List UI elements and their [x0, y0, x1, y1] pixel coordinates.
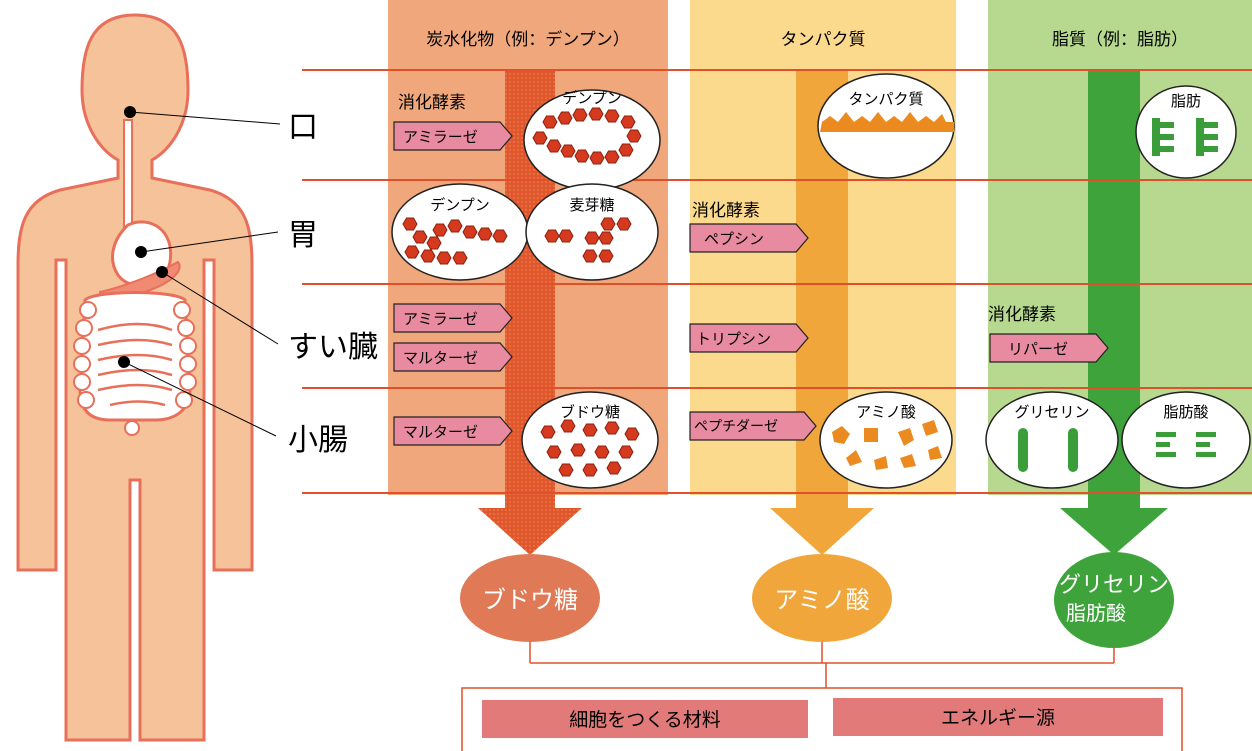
svg-text:マルターゼ: マルターゼ	[403, 423, 478, 441]
svg-text:ブドウ糖: ブドウ糖	[482, 586, 578, 614]
svg-text:脂肪酸: 脂肪酸	[1066, 601, 1126, 625]
svg-text:アミノ酸: アミノ酸	[856, 403, 916, 421]
svg-text:エネルギー源: エネルギー源	[941, 707, 1055, 729]
fatty-acid-bars	[1156, 432, 1216, 457]
bubble-maltose: 麦芽糖	[525, 183, 659, 281]
enzyme-tag-lipase: リパーゼ	[989, 333, 1109, 363]
esophagus	[123, 119, 133, 231]
bubble-fatty-acid: 脂肪酸	[1121, 391, 1251, 489]
svg-text:ペプチダーゼ: ペプチダーゼ	[694, 419, 778, 435]
product-amino-acid: アミノ酸	[752, 554, 892, 642]
organ-label-pancreas: すい臓	[288, 330, 378, 365]
protein-column-header: タンパク質	[781, 30, 866, 50]
organ-label-small-intestine: 小腸	[288, 423, 348, 458]
svg-text:アミラーゼ: アミラーゼ	[403, 310, 478, 328]
product-glucose: ブドウ糖	[460, 554, 600, 642]
svg-text:アミラーゼ: アミラーゼ	[403, 128, 478, 146]
enzyme-tag-peptidase: ペプチダーゼ	[689, 411, 817, 441]
bubble-starch-mouth: デンプン	[523, 89, 661, 191]
amino-acid-units	[832, 420, 942, 470]
svg-text:脂肪酸: 脂肪酸	[1163, 403, 1208, 421]
enzyme-title-stomach: 消化酵素	[692, 201, 760, 221]
enzyme-title-mouth: 消化酵素	[398, 93, 466, 113]
svg-text:タンパク質: タンパク質	[848, 90, 923, 108]
organ-label-stomach: 胃	[288, 218, 318, 253]
svg-text:グリセリン: グリセリン	[1014, 403, 1089, 421]
leader-lines	[123, 111, 281, 437]
bubble-fat-mouth: 脂肪	[1135, 85, 1237, 179]
enzyme-tag-trypsin: トリプシン	[689, 323, 809, 353]
use-energy: エネルギー源	[833, 698, 1163, 736]
svg-text:マルターゼ: マルターゼ	[403, 349, 478, 367]
bubble-glucose: ブドウ糖	[521, 391, 659, 489]
glycerin-rod	[1018, 428, 1028, 472]
svg-text:ブドウ糖: ブドウ糖	[560, 403, 620, 421]
protein-chain	[820, 112, 954, 132]
svg-text:脂肪: 脂肪	[1171, 92, 1201, 110]
glycerin-rod	[1068, 428, 1078, 472]
product-glycerin-fatty-acid: グリセリン 脂肪酸	[1054, 552, 1174, 648]
use-cell-material: 細胞をつくる材料	[482, 700, 808, 738]
small-intestine-coils	[97, 322, 173, 407]
organ-label-mouth: 口	[288, 110, 318, 145]
enzyme-tag-pepsin: ペプシン	[689, 223, 809, 253]
fat-molecule	[1152, 118, 1218, 156]
svg-text:デンプン: デンプン	[562, 89, 622, 107]
enzyme-tag-amylase-pancreas: アミラーゼ	[393, 303, 513, 333]
carb-column-header: 炭水化物（例：デンプン）	[426, 29, 630, 50]
svg-text:トリプシン: トリプシン	[696, 330, 771, 348]
fat-column-header: 脂質（例：脂肪）	[1052, 30, 1188, 50]
human-body: 口 胃 すい臓 小腸	[16, 13, 378, 742]
svg-text:細胞をつくる材料: 細胞をつくる材料	[569, 709, 721, 731]
bubble-amino-acid: アミノ酸	[819, 391, 953, 489]
bubble-starch-stomach: デンプン	[391, 183, 529, 281]
svg-text:グリセリン: グリセリン	[1059, 573, 1169, 598]
row-separators	[302, 69, 1252, 494]
bubble-glycerin: グリセリン	[985, 391, 1119, 489]
svg-text:デンプン: デンプン	[430, 196, 490, 214]
enzyme-tag-amylase-mouth: アミラーゼ	[393, 121, 513, 151]
bubble-protein-mouth: タンパク質	[817, 73, 955, 179]
svg-text:アミノ酸: アミノ酸	[774, 586, 870, 614]
svg-text:ペプシン: ペプシン	[704, 230, 764, 248]
enzyme-tag-maltase-pancreas: マルターゼ	[393, 342, 513, 372]
large-intestine-bumps	[73, 301, 197, 436]
svg-text:麦芽糖: 麦芽糖	[569, 196, 614, 214]
enzyme-title-pancreas: 消化酵素	[988, 305, 1056, 325]
enzyme-tag-maltase-intestine: マルターゼ	[393, 416, 513, 446]
svg-text:リパーゼ: リパーゼ	[1008, 340, 1068, 358]
